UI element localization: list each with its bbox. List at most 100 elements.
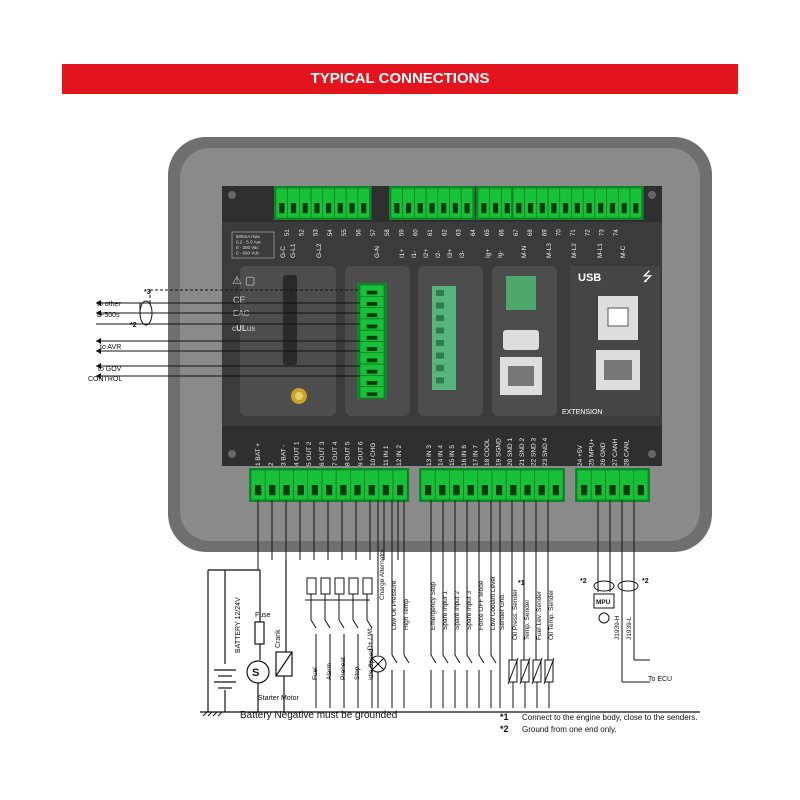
left-label-other: to other <box>97 301 121 308</box>
sender-label: Fuel Lev. Sender <box>536 590 543 640</box>
mpu-label: MPU <box>596 599 611 606</box>
bottom-pin-label: 27 CANH <box>612 438 619 466</box>
arrowheads <box>96 300 101 379</box>
top-pin-number: 71 <box>571 229 577 236</box>
bottom-pin-label: 3 BAT - <box>281 445 288 466</box>
top-pin-label: G-C <box>280 246 287 258</box>
output-label: Idle Speed <box>368 649 375 680</box>
rating-line: 0.2 - 5.0 Aac <box>236 240 262 245</box>
output-label: Preheat <box>340 657 347 680</box>
bottom-pin-label: 14 IN 4 <box>438 445 445 466</box>
top-pin-label: Ig+ <box>485 249 492 258</box>
top-pin-label: M-L3 <box>546 243 553 258</box>
side-wiring <box>96 289 360 377</box>
note3-mark: *3 <box>144 289 151 296</box>
top-pin-number: 59 <box>399 229 405 236</box>
bottom-pin-label: 26 GND <box>600 442 607 466</box>
top-pin-number: 55 <box>342 229 348 236</box>
bottom-pin-label: 7 OUT 4 <box>332 441 339 466</box>
top-pin-label: I3- <box>459 250 466 258</box>
top-pin-label: M-C <box>620 245 627 258</box>
top-pin-number: 52 <box>299 229 305 236</box>
input-label: Low Coolant Level <box>490 576 497 630</box>
page-title-banner: TYPICAL CONNECTIONS <box>62 64 738 94</box>
screw-icon <box>648 191 656 199</box>
top-pin-number: 53 <box>314 229 320 236</box>
bottom-pin-label: 6 OUT 3 <box>319 441 326 466</box>
extension-label: EXTENSION <box>562 409 602 416</box>
top-pin-number: 65 <box>485 229 491 236</box>
left-label-d500: D-500s <box>97 312 120 319</box>
terminal-pin <box>359 352 385 365</box>
sender-note: *1 <box>518 580 525 587</box>
top-pin-number: 68 <box>528 229 534 236</box>
top-pin-number: 51 <box>285 229 291 236</box>
top-pin-number: 62 <box>442 229 448 236</box>
left-label-gov: to GOV <box>98 366 122 373</box>
screw-icon <box>228 191 236 199</box>
bottom-pin-label: 18 COOL <box>484 438 491 466</box>
output-label: Fuel <box>312 667 319 680</box>
side-terminal-block <box>357 283 387 399</box>
top-pin-label: G-N <box>374 246 381 258</box>
top-pin-number: 74 <box>614 229 620 236</box>
bottom-pin-label: 21 SND 2 <box>519 437 526 466</box>
top-pin-number: 57 <box>371 229 377 236</box>
left-label-control: CONTROL <box>88 376 122 383</box>
input-label: High Temp <box>403 599 410 630</box>
ce-mark-icon: CE <box>233 295 246 305</box>
top-pin-label: G-L1 <box>290 243 297 258</box>
sender-label: Temp. Sender <box>524 599 531 640</box>
bottom-terminal-blocks <box>249 468 650 502</box>
output-label: Stop <box>354 666 361 680</box>
left-label-avr: to AVR <box>100 344 121 351</box>
top-pin-number: 54 <box>328 229 334 236</box>
bottom-pin-label: 16 IN 6 <box>461 445 468 466</box>
extension-module-connector <box>432 286 456 390</box>
bottom-pin-label: 4 OUT 1 <box>293 441 300 466</box>
ground-icon <box>200 711 225 717</box>
bottom-pin-label: 11 IN 1 <box>383 445 390 466</box>
sender-label: Oil Press. Sender <box>512 588 519 640</box>
bottom-pin-label: 23 SND 4 <box>542 437 549 466</box>
top-pin-number: 73 <box>600 229 606 236</box>
input-label: Spare Input 1 <box>442 591 449 630</box>
rating-line: 0 - 300 Vac <box>236 245 259 250</box>
top-pin-label: M-L1 <box>597 243 604 258</box>
input-label: Spare Input 2 <box>454 591 461 630</box>
top-pin-number: 67 <box>514 229 520 236</box>
sender-label: Oil Temp. Sender <box>548 589 555 640</box>
bottom-pin-label: 9 OUT 6 <box>357 441 364 466</box>
top-pin-label: G-L2 <box>316 243 323 258</box>
bottom-pin-label: 24 +5V <box>577 445 584 466</box>
top-pin-number: 56 <box>357 229 363 236</box>
bottom-pin-label: 10 CHG <box>370 443 377 466</box>
top-pin-label: I1+ <box>399 249 406 258</box>
usb-icon: ⭍ <box>642 269 653 284</box>
top-pin-label: I3+ <box>447 249 454 258</box>
bottom-pin-label: 28 CANL <box>623 439 630 466</box>
note2-mark: *2 <box>642 578 649 585</box>
footnote-1-text: Connect to the engine body, close to the… <box>522 713 698 722</box>
screw-icon <box>648 450 656 458</box>
page-title: TYPICAL CONNECTIONS <box>310 70 490 87</box>
input-label: Force OFF Mode <box>478 580 485 630</box>
small-green-connector <box>506 276 536 310</box>
bottom-pin-label: 5 OUT 2 <box>306 441 313 466</box>
usb-label: USB <box>578 272 601 284</box>
bottom-pin-label: 17 IN 7 <box>472 445 479 466</box>
bottom-wiring <box>257 500 650 708</box>
can-label: J1939-L <box>626 616 633 640</box>
bottom-pin-label: 8 OUT 5 <box>345 441 352 466</box>
top-pin-label: M-N <box>521 245 528 258</box>
input-label: Low Oil Pressure <box>391 580 398 630</box>
top-pin-number: 58 <box>385 229 391 236</box>
top-pin-label: I2- <box>435 250 442 258</box>
footnote-2-text: Ground from one end only. <box>522 725 617 734</box>
warning-icon: ⚠ ▢ <box>232 275 255 287</box>
note2-mark: *2 <box>580 578 587 585</box>
